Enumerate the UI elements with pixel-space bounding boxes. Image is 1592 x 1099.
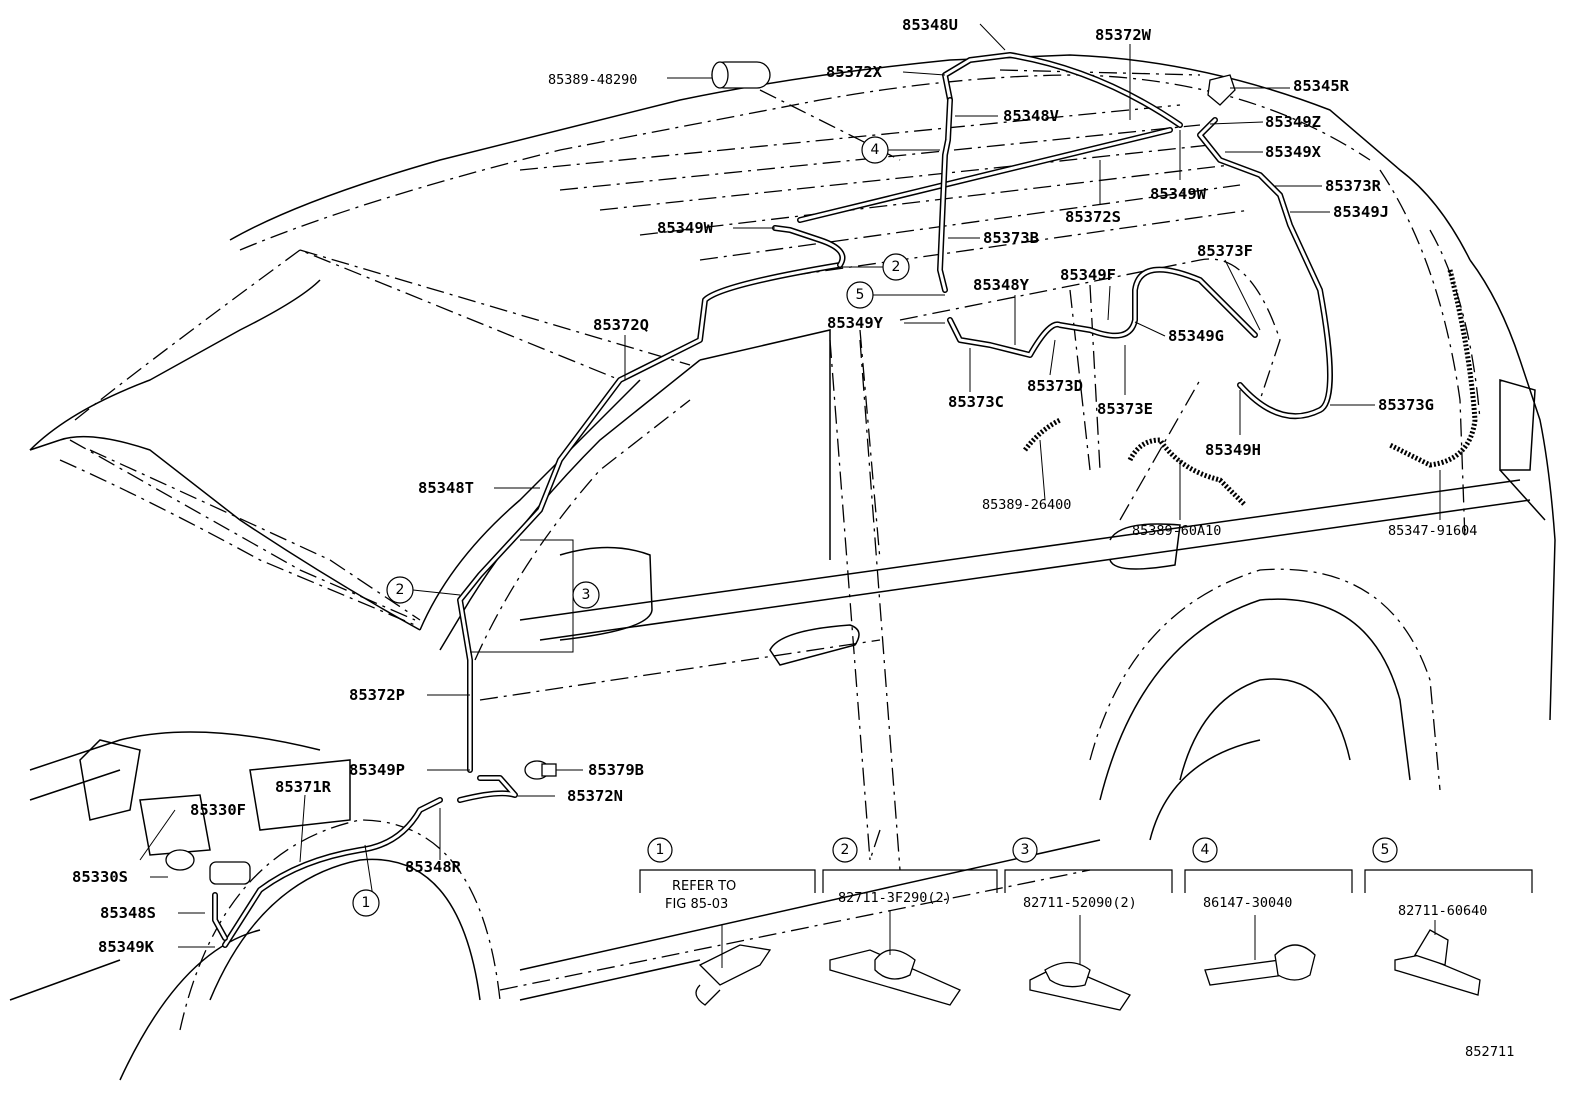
legend-part-5: 82711-60640 xyxy=(1398,903,1487,919)
svg-text:1: 1 xyxy=(656,842,665,858)
label-85349Z: 85349Z xyxy=(1265,113,1321,131)
label-85372P: 85372P xyxy=(349,686,405,704)
hose-foam-wrap-icon xyxy=(711,61,771,89)
label-85389-26400: 85389-26400 xyxy=(982,497,1071,513)
clamp-clip-icon xyxy=(1394,920,1481,996)
label-85373F: 85373F xyxy=(1197,242,1253,260)
part-labels: 85348U 85372W 85389-48290 85372X 85345R … xyxy=(72,16,1477,956)
label-85371R: 85371R xyxy=(275,778,332,796)
svg-text:3: 3 xyxy=(582,587,591,603)
label-85389-60A10: 85389-60A10 xyxy=(1132,523,1221,539)
label-85349P: 85349P xyxy=(349,761,405,779)
label-85330S: 85330S xyxy=(72,868,128,886)
label-85373R: 85373R xyxy=(1325,177,1382,195)
leader-lines xyxy=(139,23,1441,948)
label-85348Y: 85348Y xyxy=(973,276,1030,294)
legend-part-2: 82711-3F290(2) xyxy=(838,890,952,906)
label-85372N: 85372N xyxy=(567,787,623,805)
legend-panel-5: 5 82711-60640 xyxy=(1364,837,1533,996)
label-85349W-top: 85349W xyxy=(1150,185,1207,203)
label-85349W-left: 85349W xyxy=(657,219,714,237)
washer-pump-icon xyxy=(165,849,251,885)
label-85348S: 85348S xyxy=(100,904,156,922)
label-85330F: 85330F xyxy=(190,801,246,819)
svg-text:2: 2 xyxy=(892,259,901,275)
callout-3: 3 xyxy=(470,539,600,653)
label-85373E: 85373E xyxy=(1097,400,1153,418)
label-85379B: 85379B xyxy=(588,761,644,779)
legend-panel-2: 2 82711-3F290(2) xyxy=(822,837,998,1006)
callout-2-lower: 2 xyxy=(386,576,461,604)
label-85349F: 85349F xyxy=(1060,266,1116,284)
rear-nozzle-icon xyxy=(1207,74,1236,106)
label-85373B: 85373B xyxy=(983,229,1039,247)
label-85348T: 85348T xyxy=(418,479,474,497)
label-85349X: 85349X xyxy=(1265,143,1322,161)
legend-part-3: 82711-52090(2) xyxy=(1023,895,1137,911)
svg-text:4: 4 xyxy=(1201,842,1210,858)
label-85347-91604: 85347-91604 xyxy=(1388,523,1477,539)
grommet-icon xyxy=(524,760,557,780)
hose-protector-small xyxy=(1023,417,1062,452)
svg-text:2: 2 xyxy=(841,842,850,858)
label-85373D: 85373D xyxy=(1027,377,1083,395)
label-85348V: 85348V xyxy=(1003,107,1059,125)
svg-text:1: 1 xyxy=(362,895,371,911)
refer-note-line1: REFER TO xyxy=(672,879,736,894)
callout-2-upper: 2 xyxy=(840,253,910,281)
callout-5: 5 xyxy=(846,281,945,309)
label-85373C: 85373C xyxy=(948,393,1004,411)
hose-protector-door xyxy=(1127,437,1247,507)
label-85372W: 85372W xyxy=(1095,26,1152,44)
svg-text:5: 5 xyxy=(856,287,865,303)
clip-icon xyxy=(695,925,772,1006)
label-85349G: 85349G xyxy=(1168,327,1224,345)
label-85372Q: 85372Q xyxy=(593,316,649,334)
legend-panel-3: 3 82711-52090(2) xyxy=(1004,837,1173,1011)
label-85372X: 85372X xyxy=(826,63,883,81)
label-85348R: 85348R xyxy=(405,858,462,876)
callout-1: 1 xyxy=(352,889,380,917)
refer-note-line2: FIG 85-03 xyxy=(665,897,728,912)
label-85373G: 85373G xyxy=(1378,396,1434,414)
svg-text:3: 3 xyxy=(1021,842,1030,858)
vehicle-outline xyxy=(9,54,1556,1081)
cable-tie-icon xyxy=(1204,915,1316,986)
legend-panel-1: 1 REFER TO FIG 85-03 xyxy=(639,837,816,1006)
hose-protector-rear xyxy=(1388,269,1478,468)
label-85389-48290: 85389-48290 xyxy=(548,72,637,88)
svg-text:4: 4 xyxy=(871,142,880,158)
svg-text:5: 5 xyxy=(1381,842,1390,858)
hose-clamp-small-icon xyxy=(1029,915,1131,1011)
label-85349K: 85349K xyxy=(98,938,155,956)
svg-text:2: 2 xyxy=(396,582,405,598)
legend-panels: 1 REFER TO FIG 85-03 2 82711-3F290(2) 3 xyxy=(639,837,1533,1011)
label-85345R: 85345R xyxy=(1293,77,1350,95)
label-85348U: 85348U xyxy=(902,16,958,34)
figure-id: 852711 xyxy=(1465,1045,1515,1060)
legend-panel-4: 4 86147-30040 xyxy=(1184,837,1353,986)
label-85372S: 85372S xyxy=(1065,208,1121,226)
legend-part-4: 86147-30040 xyxy=(1203,895,1292,911)
label-85349H: 85349H xyxy=(1205,441,1261,459)
hose-clamp-icon xyxy=(829,910,961,1006)
callout-4: 4 xyxy=(861,136,940,164)
label-85349J: 85349J xyxy=(1333,203,1389,221)
label-85349Y: 85349Y xyxy=(827,314,884,332)
washer-hose-routing xyxy=(165,52,1478,948)
